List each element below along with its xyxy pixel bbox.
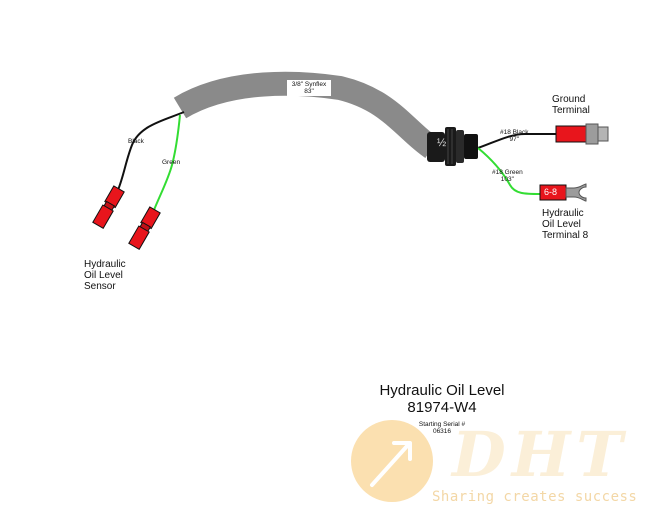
green-18-wire-label-line2: 103" <box>500 176 514 184</box>
sensor-black-wire <box>117 111 185 191</box>
sheath-label: 3/8" Synflex 83" <box>287 80 331 97</box>
terminal-green-wire <box>477 147 541 195</box>
green-18-wire-label: #18 Green 103" <box>492 169 523 184</box>
watermark-arrow-circle <box>351 420 433 502</box>
terminal-label-line2: Oil Level <box>542 219 581 231</box>
title-block: Hydraulic Oil Level 81974-W4 <box>362 382 522 417</box>
sensor-label-line2: Oil Level <box>84 270 123 282</box>
synflex-sheath <box>173 71 439 158</box>
sheath-label-line1: 3/8" Synflex <box>291 81 327 88</box>
sensor-label-line1: Hydraulic <box>84 259 126 270</box>
terminal-label-line3: Terminal 8 <box>542 230 589 242</box>
sensor-connector-green <box>128 206 161 251</box>
green-wire-label: Green <box>162 159 181 166</box>
ground-black-wire <box>477 133 556 149</box>
part-number: 81974-W4 <box>407 398 477 416</box>
cord-grip-connector <box>427 127 478 166</box>
connector-size-label: ½ <box>437 137 447 149</box>
ground-terminal <box>555 123 609 145</box>
ground-wire-label-line1: #18 Black <box>500 129 529 136</box>
ground-terminal-label-line2: Terminal <box>552 105 590 117</box>
sensor-label-line3: Sensor <box>84 281 116 293</box>
ground-terminal-label: Ground Terminal <box>552 94 590 116</box>
serial-label: Starting Serial # <box>418 421 466 428</box>
green-18-wire-label-line1: #18 Green <box>492 169 523 176</box>
serial-block: Starting Serial # 06316 <box>416 421 468 436</box>
sensor-connector-black <box>92 185 125 230</box>
black-wire-label: Black <box>128 138 144 145</box>
serial-number: 06316 <box>432 428 452 436</box>
ground-wire-label-line2: 97" <box>509 136 520 144</box>
watermark-tagline: Sharing creates success <box>432 489 638 505</box>
terminal-label: Hydraulic Oil Level Terminal 8 <box>542 208 588 242</box>
sensor-label: Hydraulic Oil Level Sensor <box>84 259 126 293</box>
terminal-tag: 6-8 <box>544 187 558 197</box>
ground-wire-label: #18 Black 97" <box>500 129 529 144</box>
ground-terminal-label-line1: Ground <box>552 94 586 105</box>
fork-terminal <box>539 183 587 202</box>
terminal-label-line1: Hydraulic <box>542 208 584 219</box>
diagram-title: Hydraulic Oil Level <box>379 382 505 399</box>
sensor-green-wire <box>153 114 181 211</box>
sheath-label-line2: 83" <box>304 88 314 96</box>
watermark-logo: DHT <box>452 418 629 491</box>
